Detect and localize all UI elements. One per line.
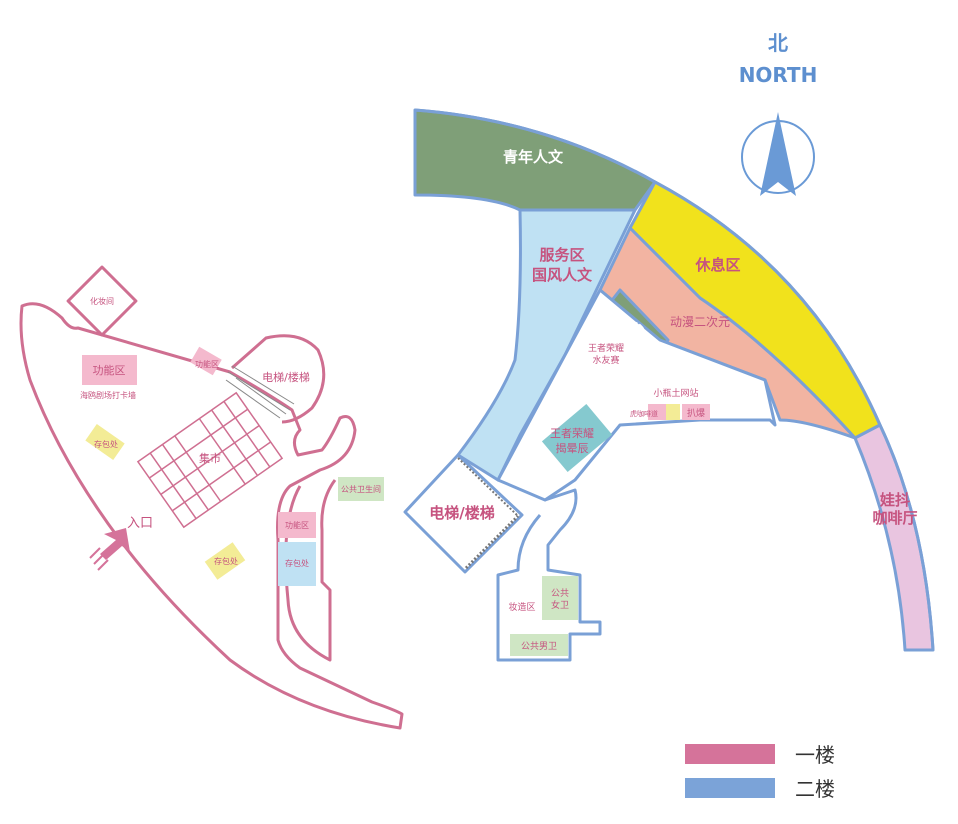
function-zone-mid [190, 346, 222, 376]
restroom-room [66, 265, 138, 337]
public-toilet-f1-label: 公共卫生间 [341, 484, 381, 494]
function-zone-left [82, 355, 137, 385]
function-zone-left-sub: 海鸥剧场打卡墙 [80, 390, 136, 400]
elevator-f2-label: 电梯/楼梯 [429, 504, 494, 522]
shop-a [648, 404, 666, 420]
function-zone-mid-label: 功能区 [195, 359, 219, 369]
shop-label: 小瓶土网站 [653, 387, 698, 399]
shop-a-label: 虎咖啡道 [630, 409, 658, 418]
stairs-f2b [464, 514, 520, 570]
elevator-f1-label: 电梯/楼梯 [262, 370, 310, 384]
youth-culture-label: 青年人文 [503, 148, 564, 166]
storage-right-label: 存包处 [285, 558, 309, 568]
outer-arc [414, 108, 935, 651]
shop-yellow [666, 404, 680, 420]
market-grid [136, 391, 284, 529]
storage-right [278, 542, 316, 586]
entrance-arrow-icon [89, 528, 130, 571]
stairs-f1 [225, 365, 295, 419]
shop-b-label: 扒爆 [687, 407, 705, 419]
king-label-2: 揭晕辰 [556, 441, 589, 455]
legend: 一楼 二楼 [685, 743, 835, 801]
male-toilet-label: 公共男卫 [521, 641, 557, 652]
female-toilet-label-2: 女卫 [551, 599, 569, 611]
stairs-f2 [457, 457, 519, 517]
stage-label: 舞台 [615, 321, 645, 339]
game-label-1: 王者荣耀 [588, 342, 624, 354]
compass-north-cn: 北 [768, 31, 788, 55]
floor1-layer: 化妆间 功能区 海鸥剧场打卡墙 功能区 电梯/楼梯 存包处 [19, 265, 404, 730]
compass: 北 NORTH [739, 31, 818, 196]
storage-bottom [204, 542, 246, 580]
cafe-label-2: 咖啡厅 [872, 509, 917, 527]
legend-label-floor1: 一楼 [795, 743, 835, 767]
rest-label: 休息区 [694, 256, 740, 274]
restroom-label: 化妆间 [90, 296, 114, 306]
storage-left-label: 存包处 [94, 439, 118, 449]
storage-left [85, 424, 125, 460]
game-label-2: 水友赛 [592, 354, 619, 366]
legend-label-floor2: 二楼 [795, 777, 835, 801]
anime-zone [598, 226, 857, 440]
elevator-room-f1 [231, 334, 326, 424]
market-label: 集市 [199, 451, 221, 465]
function-zone-left-label: 功能区 [93, 363, 126, 377]
function-zone-right-label: 功能区 [285, 520, 309, 530]
male-toilet [510, 634, 568, 656]
king-glory-zone [541, 404, 613, 472]
cafe-label-1: 娃抖 [879, 491, 910, 509]
compass-north-en: NORTH [739, 63, 818, 87]
function-zone-right [278, 512, 316, 538]
shop-b [682, 404, 710, 420]
service-label-1: 服务区 [539, 246, 584, 264]
lower-corridor [496, 488, 602, 662]
public-toilet-f1 [338, 477, 384, 501]
female-toilet-label-1: 公共 [551, 588, 569, 599]
anime-label: 动漫二次元 [670, 315, 730, 329]
storage-bottom-label: 存包处 [214, 556, 238, 566]
entrance-label: 入口 [127, 516, 153, 531]
makeup-label: 妆造区 [508, 601, 535, 613]
female-toilet [542, 576, 578, 620]
north-arrow-icon [760, 112, 796, 196]
king-label-1: 王者荣耀 [550, 427, 594, 440]
legend-swatch-floor2 [685, 778, 775, 798]
service-label-2: 国风人文 [532, 266, 593, 284]
floor2-layer: 青年人文 服务区 国风人文 休息区 动漫二次元 舞台 王者荣耀 水友赛 小瓶土网… [403, 108, 935, 662]
legend-swatch-floor1 [685, 744, 775, 764]
